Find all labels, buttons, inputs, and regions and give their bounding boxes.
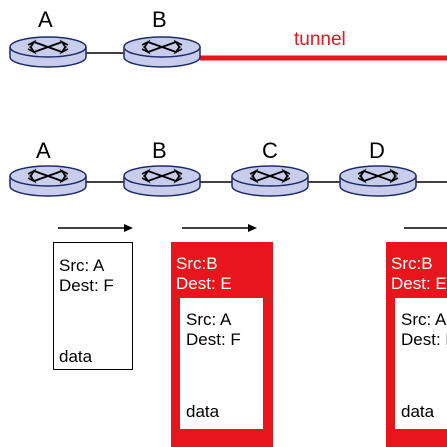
router-icon-d (339, 165, 417, 197)
inner-data: data (401, 402, 435, 421)
tunnel-label: tunnel (294, 29, 346, 50)
inner-src: Src: A (401, 310, 447, 329)
packet-dest: Dest: F (59, 276, 114, 295)
arrow-2 (182, 224, 257, 232)
outer-src: Src:B (391, 254, 433, 273)
inner-packet: Src: A Dest: F data (395, 298, 447, 429)
outer-dest: Dest: E (391, 274, 447, 293)
inner-src: Src: A (186, 310, 232, 329)
inner-dest: Dest: F (186, 330, 241, 349)
packet-encapsulated-clip: Src:B Dest: E Src: A Dest: F data (386, 242, 447, 447)
inner-data: data (186, 402, 220, 421)
arrow-1 (58, 224, 133, 232)
router-label-b: B (152, 138, 167, 163)
router-label-a: A (36, 138, 51, 163)
packet-encapsulated-2: Src:B Dest: E Src: A Dest: F data (386, 242, 447, 447)
outer-dest: Dest: E (176, 274, 232, 293)
router-label-top-b: B (152, 7, 167, 32)
packet-encapsulated: Src:B Dest: E Src: A Dest: F data (171, 242, 273, 447)
packet-src: Src: A (59, 256, 105, 275)
outer-src: Src:B (176, 254, 218, 273)
router-label-d: D (369, 138, 385, 163)
router-label-c: C (262, 138, 278, 163)
inner-dest: Dest: F (401, 330, 447, 349)
packet-data: data (59, 347, 93, 366)
router-icon-c (231, 165, 309, 197)
router-icon-b (123, 165, 201, 197)
inner-packet: Src: A Dest: F data (180, 298, 263, 429)
router-icon-top-a (9, 36, 87, 68)
router-icon-top-b (123, 36, 201, 68)
router-label-top-a: A (38, 7, 53, 32)
router-icon-a (9, 165, 87, 197)
packet-plain: Src: A Dest: F data (53, 242, 133, 370)
